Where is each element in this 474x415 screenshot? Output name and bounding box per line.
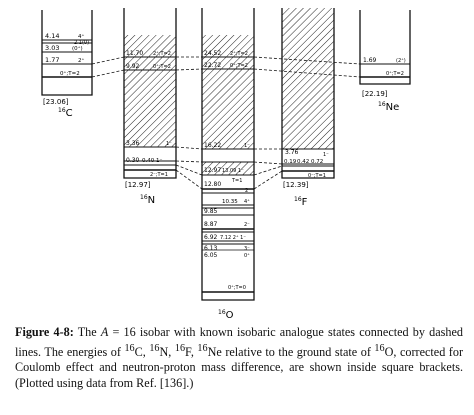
column-16ne: 1.69 (2⁺) 0⁺;T=2 [22.19] 16Ne: [359, 10, 411, 113]
level-spin: 0⁺;T=2: [386, 71, 404, 77]
level-spin: 2⁻: [245, 188, 251, 194]
level-spin: 0.42 0.72: [297, 159, 323, 165]
level-energy: 3.36: [126, 140, 140, 147]
level-spin: 0⁺;T=0: [228, 285, 246, 291]
column-16f: 3.76 1⁻ 0.19 0.42 0.72 0⁻;T=1 [12.39] 16…: [281, 8, 335, 208]
level-spin: 1⁻: [244, 143, 250, 149]
figure-caption: Figure 4-8: The A = 16 isobar with known…: [15, 325, 464, 390]
bracket-energy: [22.19]: [362, 90, 388, 98]
nucleus-label: 16N: [140, 194, 155, 206]
level-spin: 13.09 1⁻: [222, 168, 244, 174]
level-spin: 0⁺;T=2: [153, 64, 171, 70]
unbound-region: [202, 35, 254, 149]
level-spin: (2⁺): [396, 58, 406, 64]
level-energy: 0.19: [284, 159, 297, 165]
level-energy: 24.52: [204, 50, 221, 57]
level-energy: 0.30: [126, 157, 140, 164]
unbound-region: [124, 35, 176, 147]
level-energy: 1.69: [363, 57, 377, 64]
level-spin: 3⁻: [244, 246, 250, 252]
level-energy: 4.14: [45, 32, 59, 40]
level-energy: 3.03: [45, 44, 59, 52]
level-energy: 8.87: [204, 221, 218, 228]
level-energy: 6.05: [204, 252, 218, 259]
level-spin: 0.40 1⁻: [142, 158, 162, 164]
level-spin: 4⁺: [244, 199, 250, 205]
nucleus-label: 16C: [58, 107, 73, 119]
level-energy: 6.92: [204, 234, 218, 241]
level-spin: 2⁺: [78, 57, 84, 64]
level-spin: 1⁻: [323, 152, 329, 158]
level-spin: 0⁺;T=2: [60, 70, 80, 77]
level-spin: 2⁺;T=2: [153, 51, 171, 57]
isobar-level-scheme: 4.14 4⁺ 2.1(0) 3.03 (0⁺) 1.77 2⁺ 0⁺;T=2 …: [41, 8, 411, 321]
level-energy: 12.80: [204, 181, 221, 188]
column-16c: 4.14 4⁺ 2.1(0) 3.03 (0⁺) 1.77 2⁺ 0⁺;T=2 …: [41, 10, 93, 119]
level-spin: 0⁻;T=1: [308, 173, 326, 179]
level-energy: 9.85: [204, 208, 218, 215]
level-energy: 1.77: [45, 56, 59, 64]
analogue-connections: [91, 56, 361, 190]
level-energy: 16.22: [204, 142, 221, 149]
level-spin: 1⁻: [166, 141, 172, 147]
level-energy: 12.97: [204, 167, 221, 174]
level-energy: 6.13: [204, 245, 218, 252]
level-spin: 2.1(0): [74, 40, 89, 46]
level-spin: 2⁺;T=2: [230, 51, 248, 57]
column-16n: 11.70 2⁺;T=2 9.92 0⁺;T=2 3.36 1⁻ 0.30 0.…: [123, 8, 177, 206]
unbound-region: [282, 8, 334, 149]
level-spin: 4⁺: [78, 33, 84, 40]
bracket-energy: [12.97]: [125, 181, 151, 189]
bracket-energy: [23.06]: [43, 98, 69, 106]
level-energy: 9.92: [126, 63, 140, 70]
nucleus-label: 16F: [294, 196, 308, 208]
caption-label: Figure 4-8:: [15, 325, 74, 339]
level-energy: 3.76: [285, 149, 299, 156]
level-spin: 0⁺: [244, 253, 250, 259]
level-spin: 2⁻;T=1: [150, 172, 168, 178]
bracket-energy: [12.39]: [283, 181, 309, 189]
level-energy: 10.35: [222, 199, 238, 205]
level-spin: (0⁺): [72, 45, 83, 52]
unbound-region: [202, 162, 254, 175]
column-16o: 24.52 2⁺;T=2 22.72 0⁺;T=2 16.22 1⁻ 12.97…: [201, 8, 255, 321]
nucleus-label: 16O: [218, 309, 234, 321]
level-spin: 0⁺;T=2: [230, 63, 248, 69]
level-spin: 2⁻: [244, 222, 250, 228]
level-spin: T=1: [231, 178, 242, 184]
level-spin: 7.12 2⁺ 1⁻: [220, 235, 246, 241]
level-energy: 11.70: [126, 50, 143, 57]
nucleus-label: 16Ne: [378, 101, 399, 113]
level-energy: 22.72: [204, 62, 221, 69]
